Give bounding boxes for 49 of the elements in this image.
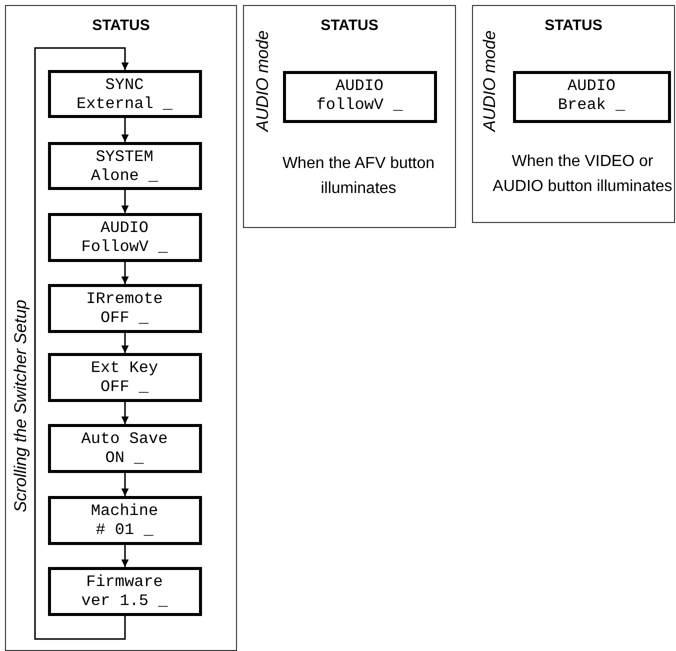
lcd-display: [48, 142, 202, 190]
caption-text: When the VIDEO or AUDIO button illuminates: [492, 152, 674, 197]
panel-heading: STATUS: [320, 17, 380, 34]
display-text: SYNC: [104, 76, 145, 94]
lcd-display: [48, 424, 202, 472]
panel-heading: STATUS: [544, 17, 604, 34]
lcd-display: [512, 70, 670, 122]
display-text: IRremote: [85, 290, 164, 308]
vertical-label: AUDIO mode: [252, 29, 273, 134]
display-text: Firmware: [85, 572, 164, 592]
status-panel: [472, 5, 675, 223]
display-text: OFF _: [99, 378, 150, 396]
panel-heading: STATUS: [91, 17, 151, 34]
flow-arrow: [121, 545, 129, 567]
vertical-label: Scrolling the Switcher Setup: [10, 298, 31, 514]
display-text: Alone _: [90, 166, 160, 186]
flow-arrow: [34, 47, 129, 640]
display-text: # 01 _: [94, 520, 154, 540]
flow-arrow: [121, 118, 129, 142]
display-text: Auto Save: [80, 430, 169, 448]
flow-arrow: [121, 473, 129, 496]
status-panel: [5, 5, 237, 651]
display-text: Break _: [556, 96, 626, 114]
display-text: OFF _: [99, 308, 150, 328]
flow-arrow: [121, 333, 129, 353]
display-text: Ext Key: [90, 358, 160, 378]
flow-arrow: [121, 190, 129, 213]
lcd-display: [48, 352, 202, 402]
status-panel: [243, 5, 456, 228]
display-text: Machine: [90, 502, 160, 520]
flow-arrow: [121, 262, 129, 284]
flow-arrow: [121, 402, 129, 424]
lcd-display: [48, 70, 202, 118]
vertical-label: AUDIO mode: [479, 29, 500, 134]
display-text: followV _: [315, 96, 404, 114]
display-text: AUDIO: [99, 218, 150, 238]
lcd-display: [282, 70, 436, 122]
lcd-display: [48, 496, 202, 544]
display-text: AUDIO: [334, 76, 384, 96]
lcd-display: [48, 566, 202, 616]
display-text: ON _: [104, 448, 145, 468]
display-text: SYSTEM: [94, 148, 154, 166]
display-text: FollowV _: [80, 238, 169, 256]
lcd-display: [48, 284, 202, 332]
lcd-display: [48, 212, 202, 262]
display-text: External _: [75, 94, 174, 114]
caption-text: When the AFV button illuminates: [281, 154, 436, 199]
display-text: ver 1.5 _: [80, 592, 169, 610]
display-text: AUDIO: [566, 76, 616, 96]
